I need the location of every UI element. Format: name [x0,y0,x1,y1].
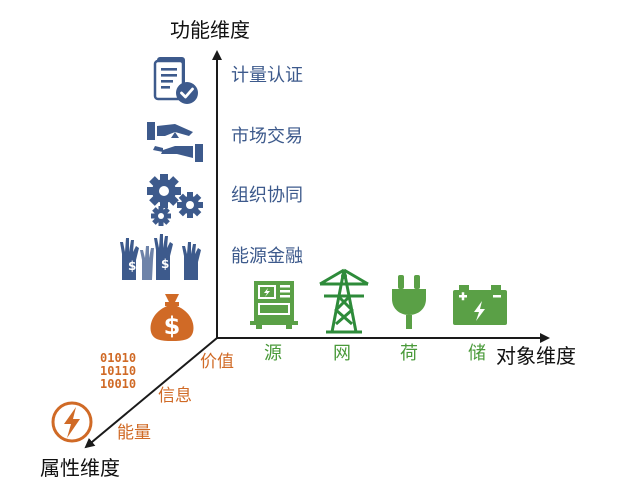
handshake-icon [147,122,203,162]
attribute-label-energy: 能量 [117,423,151,443]
object-label-storage: 储 [468,343,486,364]
raised-hands-icon: $ $ [120,234,201,280]
lightning-icon [51,401,93,443]
attribute-axis-title: 属性维度 [40,456,120,480]
svg-text:$: $ [161,257,169,271]
functional-label-metering: 计量认证 [231,65,303,86]
object-label-load: 荷 [400,343,418,364]
object-label-source: 源 [264,343,282,364]
object-label-grid: 网 [333,343,351,364]
attribute-label-information: 信息 [158,386,192,406]
attribute-label-value: 价值 [200,352,234,372]
functional-label-coordination: 组织协同 [231,185,303,206]
svg-text:$: $ [164,312,181,340]
binary-line: 01010 [100,351,137,365]
functional-label-trading: 市场交易 [231,126,303,147]
functional-label-finance: 能源金融 [231,246,303,267]
battery-icon [453,285,507,325]
binary-data-icon: 01010 10110 10010 [100,352,136,391]
certificate-icon [153,57,198,104]
gears-icon [147,174,203,226]
object-axis-title: 对象维度 [496,344,576,368]
binary-line: 10010 [100,377,137,391]
plug-icon [392,275,426,329]
svg-text:$: $ [128,259,136,273]
money-bag-icon: $ [150,294,194,341]
attribute-axis [84,337,218,449]
binary-line: 10110 [100,364,137,378]
transmission-tower-icon [319,268,369,334]
functional-axis-title: 功能维度 [170,18,250,42]
generator-icon [250,281,298,329]
